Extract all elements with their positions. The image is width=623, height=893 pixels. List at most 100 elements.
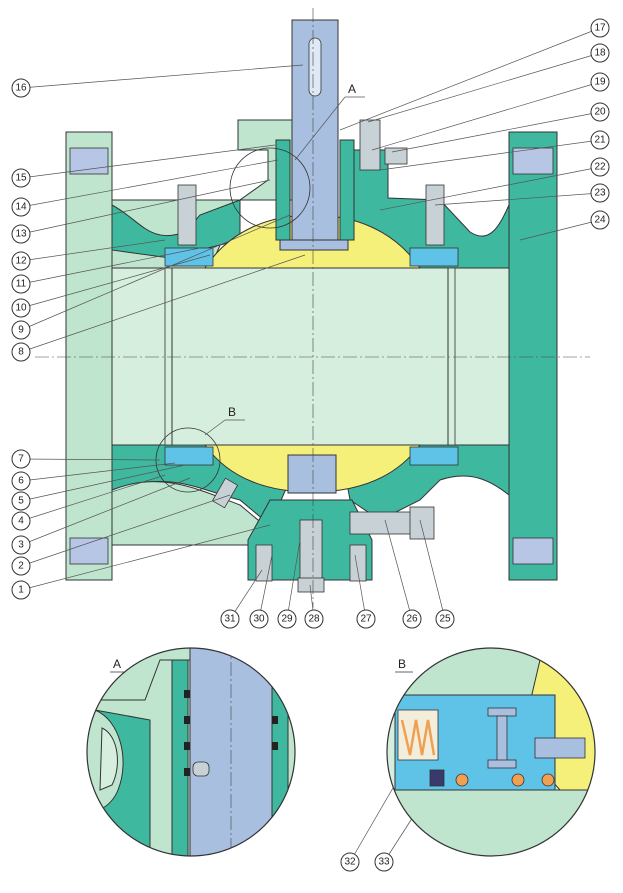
leader-line-7 [20, 458, 161, 461]
callout-bubble-3 [11, 535, 31, 555]
callout-label-13: 13 [15, 229, 27, 240]
callout-bubble-9 [11, 320, 31, 340]
callout-28: 28 [304, 609, 324, 629]
callout-33: 33 [374, 852, 394, 872]
callout-13: 13 [11, 224, 31, 244]
callout-label-17: 17 [594, 23, 606, 34]
callout-bubble-22 [590, 157, 610, 177]
callout-bubble-20 [590, 102, 610, 122]
callout-22: 22 [590, 157, 610, 177]
callout-26: 26 [402, 609, 422, 629]
callout-label-21: 21 [594, 135, 606, 146]
callout-4: 4 [11, 511, 31, 531]
callout-27: 27 [356, 609, 376, 629]
leader-line-25 [419, 519, 446, 620]
bottom-bolt-left [255, 544, 273, 582]
fitting-right [425, 184, 445, 246]
callout-bubble-6 [11, 471, 31, 491]
callout-bubble-18 [590, 43, 610, 63]
leader-line-19 [371, 81, 601, 151]
callout-8: 8 [11, 342, 31, 362]
callout-bubble-13 [11, 224, 31, 244]
callout-label-20: 20 [594, 107, 606, 118]
leader-line-22 [379, 166, 601, 211]
callout-label-8: 8 [18, 347, 24, 358]
seat-bottom-left [164, 446, 214, 466]
callout-bubble-2 [11, 556, 31, 576]
callout-label-33: 33 [378, 857, 390, 868]
leader-line-23 [434, 192, 601, 206]
callout-label-5: 5 [18, 496, 24, 507]
callout-bubble-31 [220, 609, 240, 629]
leader-line-4 [20, 474, 166, 522]
callout-6: 6 [11, 471, 31, 491]
callout-20: 20 [590, 102, 610, 122]
callout-label-1: 1 [18, 585, 24, 596]
callout-bubble-4 [11, 511, 31, 531]
callout-bubble-21 [590, 130, 610, 150]
callout-bubble-15 [11, 168, 31, 188]
callout-7: 7 [11, 449, 31, 469]
callout-bubble-1 [11, 580, 31, 600]
callout-label-22: 22 [594, 162, 606, 173]
callout-label-28: 28 [308, 614, 320, 625]
callout-bubble-5 [11, 491, 31, 511]
callout-30: 30 [249, 609, 269, 629]
callout-11: 11 [11, 274, 31, 294]
callout-bubble-27 [356, 609, 376, 629]
bottom-plug [299, 519, 323, 581]
callout-label-16: 16 [15, 83, 27, 94]
fitting-side [384, 147, 408, 165]
callout-label-15: 15 [15, 173, 27, 184]
side-bolt-head [409, 506, 435, 540]
callout-label-7: 7 [18, 454, 24, 465]
detail-b: B [386, 647, 596, 857]
detail-circle-a [229, 147, 311, 229]
fitting-top-right [359, 119, 381, 171]
callout-label-18: 18 [594, 48, 606, 59]
leader-line-6 [20, 462, 176, 482]
callout-label-12: 12 [15, 256, 27, 267]
leader-line-8 [20, 254, 306, 353]
leader-line-27 [354, 554, 367, 620]
callout-label-19: 19 [594, 77, 606, 88]
callout-bubble-7 [11, 449, 31, 469]
bottom-nut [297, 577, 325, 593]
leader-lines [20, 27, 601, 863]
callout-label-3: 3 [18, 540, 24, 551]
detail-title-a: A [113, 657, 121, 671]
detail-a: A [86, 647, 296, 857]
trunnion [287, 454, 337, 494]
callout-label-32: 32 [344, 857, 356, 868]
callout-label-25: 25 [439, 614, 451, 625]
leader-line-18 [367, 52, 601, 123]
leader-line-16 [20, 64, 304, 89]
callout-label-4: 4 [18, 516, 24, 527]
callout-label-6: 6 [18, 476, 24, 487]
leader-line-20 [391, 111, 601, 153]
callout-group: 1615141312111098765432117181920212223243… [11, 18, 610, 872]
callout-label-24: 24 [594, 215, 606, 226]
callout-label-26: 26 [406, 614, 418, 625]
callout-19: 19 [590, 72, 610, 92]
leader-line-2 [20, 494, 231, 567]
stem-gland [275, 139, 291, 241]
callout-21: 21 [590, 130, 610, 150]
callout-24: 24 [590, 210, 610, 230]
callout-label-11: 11 [16, 279, 27, 290]
leader-line-14 [20, 159, 279, 208]
leader-line-30 [258, 554, 273, 620]
callout-29: 29 [277, 609, 297, 629]
callout-bubble-30 [249, 609, 269, 629]
callout-label-9: 9 [18, 325, 24, 336]
stem-gland-right [339, 139, 355, 241]
callout-label-31: 31 [224, 614, 236, 625]
callout-bubble-8 [11, 342, 31, 362]
callout-5: 5 [11, 491, 31, 511]
callout-16: 16 [11, 78, 31, 98]
callout-bubble-12 [11, 251, 31, 271]
callout-10: 10 [11, 298, 31, 318]
callout-31: 31 [220, 609, 240, 629]
callout-12: 12 [11, 251, 31, 271]
seat-top-right [409, 247, 459, 267]
